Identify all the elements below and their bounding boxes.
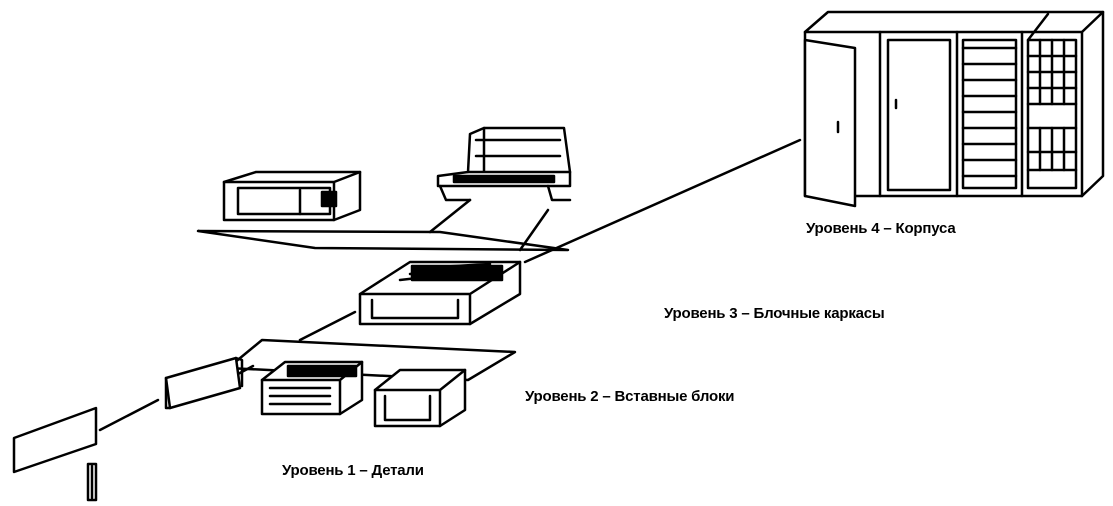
level-1-label: Уровень 1 – Детали — [282, 462, 424, 479]
level-2-label: Уровень 2 – Вставные блоки — [525, 388, 735, 405]
plug-in-card-icon — [164, 356, 244, 410]
level-4-label: Уровень 4 – Корпуса — [806, 220, 956, 237]
plug-in-units-platform — [226, 338, 517, 428]
component-pin-icon — [86, 462, 98, 502]
subrack-icon — [358, 260, 522, 326]
enclosure-cabinet-icon — [803, 10, 1105, 208]
component-board-icon — [12, 406, 98, 474]
level-3-label: Уровень 3 – Блочные каркасы — [664, 305, 885, 322]
desktop-units-platform — [196, 126, 572, 252]
